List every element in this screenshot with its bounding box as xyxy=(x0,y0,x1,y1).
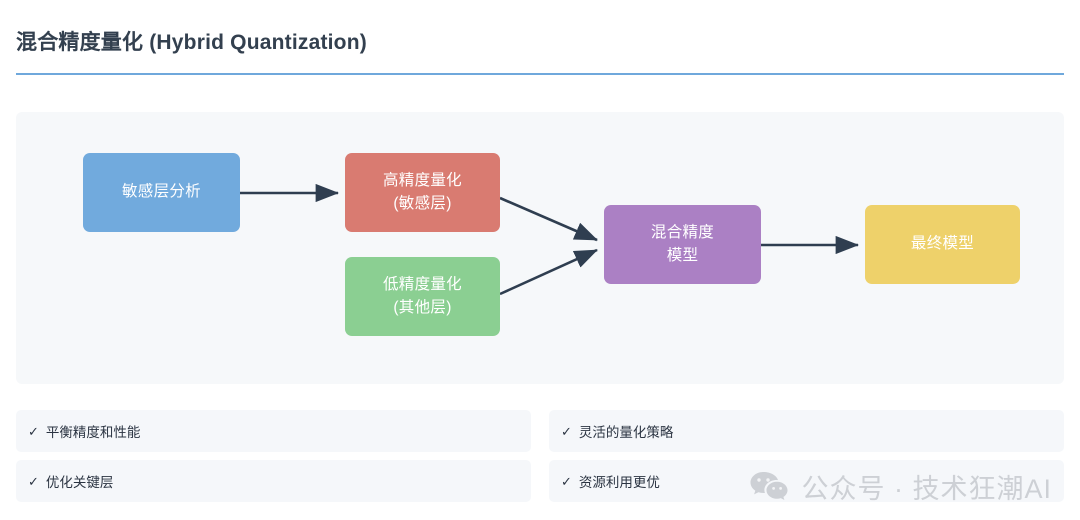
node-low-precision[interactable]: 低精度量化 (其他层) xyxy=(345,257,500,336)
check-icon: ✓ xyxy=(561,423,572,439)
check-icon: ✓ xyxy=(28,423,39,439)
node-label-line2: (其他层) xyxy=(393,298,452,316)
flow-arrows xyxy=(240,183,860,296)
node-sensitive-analysis[interactable]: 敏感层分析 xyxy=(83,153,240,232)
node-final-model[interactable]: 最终模型 xyxy=(865,205,1020,284)
check-icon: ✓ xyxy=(561,473,572,489)
node-label-line1: 低精度量化 xyxy=(382,276,462,294)
list-item[interactable]: ✓ 资源利用更优 xyxy=(549,460,1064,502)
node-label: 低精度量化 (其他层) xyxy=(383,274,462,319)
node-label: 混合精度 模型 xyxy=(651,222,714,267)
list-item[interactable]: ✓ 优化关键层 xyxy=(16,460,531,502)
title-underline xyxy=(16,73,1064,76)
edge-high-to-mixed xyxy=(499,196,598,242)
list-item[interactable]: ✓ 平衡精度和性能 xyxy=(16,410,531,452)
page-header: 混合精度量化 (Hybrid Quantization) xyxy=(0,0,1080,76)
feature-label: 灵活的量化策略 xyxy=(578,425,674,440)
node-label-line2: (敏感层) xyxy=(393,194,452,212)
list-item[interactable]: ✓ 灵活的量化策略 xyxy=(549,410,1064,452)
node-label-line2: 模型 xyxy=(666,246,699,264)
page-title: 混合精度量化 (Hybrid Quantization) xyxy=(16,31,367,54)
node-label: 高精度量化 (敏感层) xyxy=(383,170,462,215)
node-label: 最终模型 xyxy=(910,235,975,253)
node-label-line1: 高精度量化 xyxy=(382,172,462,190)
node-mixed-precision-model[interactable]: 混合精度 模型 xyxy=(604,205,761,284)
feature-label: 资源利用更优 xyxy=(578,475,660,490)
check-icon: ✓ xyxy=(28,473,39,489)
feature-label: 平衡精度和性能 xyxy=(45,425,141,440)
feature-label: 优化关键层 xyxy=(45,475,114,490)
feature-list: ✓ 平衡精度和性能 ✓ 灵活的量化策略 ✓ 优化关键层 ✓ 资源利用更优 xyxy=(16,410,1064,502)
node-label: 敏感层分析 xyxy=(121,183,201,201)
edge-low-to-mixed xyxy=(499,248,598,296)
node-high-precision[interactable]: 高精度量化 (敏感层) xyxy=(345,153,500,232)
node-label-line1: 混合精度 xyxy=(650,224,715,242)
flow-diagram-panel: 敏感层分析 高精度量化 (敏感层) 低精度量化 (其他层) 混合精度 模型 最终… xyxy=(16,112,1064,384)
